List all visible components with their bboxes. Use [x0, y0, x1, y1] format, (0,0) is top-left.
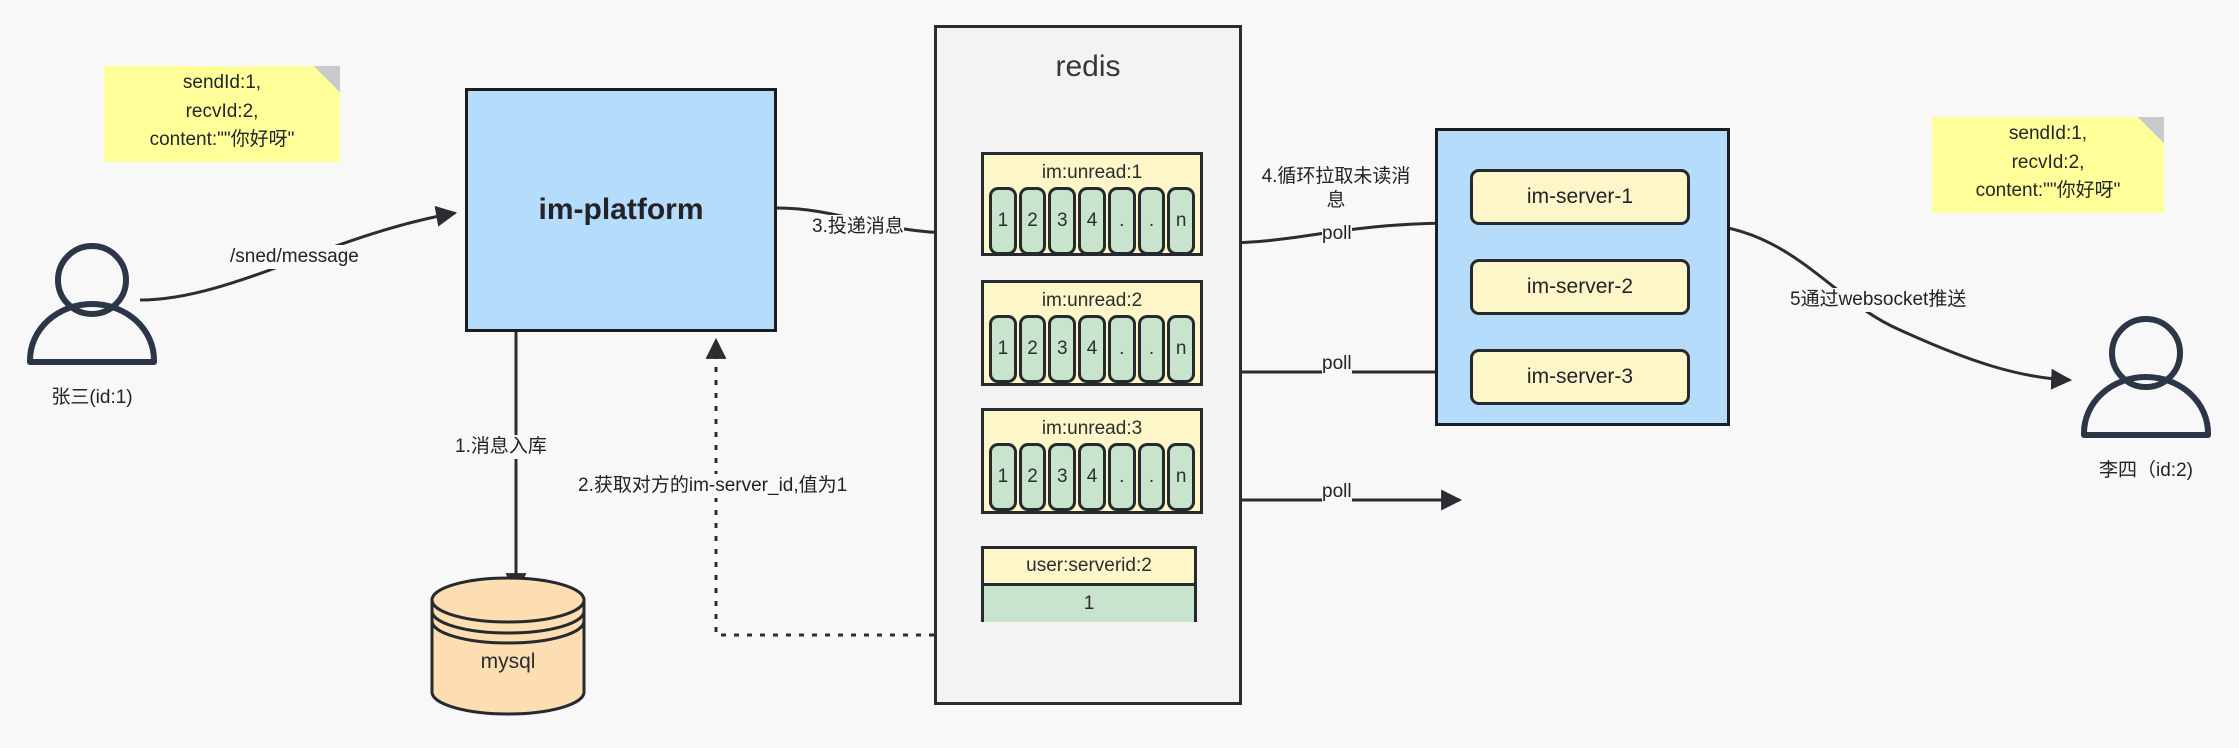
redis-key-im-unread-1[interactable]: im:unread:1 1 2 3 4 . . n [981, 152, 1203, 256]
queue-cell: . [1107, 443, 1136, 511]
redis-key-user-serverid[interactable]: user:serverid:2 1 [981, 546, 1197, 622]
redis-queue-cells: 1 2 3 4 . . n [987, 315, 1197, 383]
queue-cell: n [1167, 443, 1196, 511]
edge-label-step5: 5通过websocket推送 [1790, 288, 1967, 312]
node-im-server-3[interactable]: im-server-3 [1470, 349, 1690, 405]
queue-cell: . [1107, 315, 1136, 383]
queue-cell: . [1107, 187, 1136, 255]
message-payload-note-left: sendId:1, recvId:2, content:""你好呀" [104, 66, 340, 162]
user-icon-sender [27, 243, 157, 365]
queue-cell: . [1137, 187, 1166, 255]
edge-label-step4: 4.循环拉取未读消 息 [1258, 165, 1414, 213]
node-label: im-server-3 [1526, 365, 1634, 388]
redis-queue-cells: 1 2 3 4 . . n [987, 187, 1197, 255]
edge-label-step2: 2.获取对方的im-server_id,值为1 [578, 474, 848, 498]
note-fold-icon [2138, 117, 2164, 143]
queue-cell: 3 [1048, 187, 1077, 255]
queue-cell: . [1137, 315, 1166, 383]
note-fold-icon [314, 66, 340, 92]
queue-cell: 4 [1078, 187, 1106, 255]
user-icon-receiver [2081, 316, 2211, 438]
queue-cell: 3 [1048, 443, 1077, 511]
redis-value: 1 [984, 583, 1194, 622]
actor-label-receiver: 李四（id:2) [2099, 460, 2193, 481]
redis-title: redis [1055, 50, 1121, 83]
edge-label-poll-1: poll [1322, 222, 1352, 246]
queue-cell: 1 [989, 443, 1017, 511]
message-payload-note-right: sendId:1, recvId:2, content:""你好呀" [1932, 117, 2164, 213]
node-label: im-server-1 [1526, 185, 1634, 208]
edge-websocket-push [1689, 222, 2073, 390]
queue-cell: 2 [1018, 315, 1047, 383]
node-im-server-2[interactable]: im-server-2 [1470, 259, 1690, 315]
queue-cell: 1 [989, 187, 1017, 255]
queue-cell: 2 [1018, 187, 1047, 255]
redis-key-label: im:unread:1 [1041, 162, 1143, 183]
edge-label-poll-2: poll [1322, 352, 1352, 376]
queue-cell: 4 [1078, 443, 1106, 511]
node-label-mysql: mysql [480, 650, 536, 673]
redis-key-label: im:unread:2 [1041, 290, 1143, 311]
mysql-cylinder [430, 576, 586, 716]
node-label: im-platform [538, 193, 704, 226]
queue-cell: 3 [1048, 315, 1077, 383]
node-im-server-cluster[interactable]: im-server-1 im-server-2 im-server-3 [1435, 128, 1730, 426]
queue-cell: n [1167, 315, 1196, 383]
redis-queue-cells: 1 2 3 4 . . n [987, 443, 1197, 511]
note-text: sendId:1, recvId:2, content:""你好呀" [149, 72, 295, 151]
node-im-platform[interactable]: im-platform [465, 88, 777, 332]
node-im-server-1[interactable]: im-server-1 [1470, 169, 1690, 225]
edge-label-step1: 1.消息入库 [455, 435, 547, 459]
redis-key-im-unread-3[interactable]: im:unread:3 1 2 3 4 . . n [981, 408, 1203, 514]
redis-key-label: im:unread:3 [1041, 418, 1143, 439]
edge-get-server-id [705, 337, 960, 637]
queue-cell: . [1137, 443, 1166, 511]
queue-cell: n [1167, 187, 1196, 255]
redis-key-im-unread-2[interactable]: im:unread:2 1 2 3 4 . . n [981, 280, 1203, 386]
redis-key-label: user:serverid:2 [1026, 555, 1152, 576]
edge-label-poll-3: poll [1322, 480, 1352, 504]
edge-label-step3: 3.投递消息 [812, 215, 904, 239]
node-label: im-server-2 [1526, 275, 1634, 298]
queue-cell: 2 [1018, 443, 1047, 511]
queue-cell: 1 [989, 315, 1017, 383]
edge-label-send-message: /sned/message [230, 245, 359, 269]
node-redis[interactable]: redis im:unread:1 1 2 3 4 . . n im:unrea… [934, 25, 1242, 705]
queue-cell: 4 [1078, 315, 1106, 383]
actor-label-sender: 张三(id:1) [51, 387, 133, 408]
note-text: sendId:1, recvId:2, content:""你好呀" [1975, 123, 2121, 202]
